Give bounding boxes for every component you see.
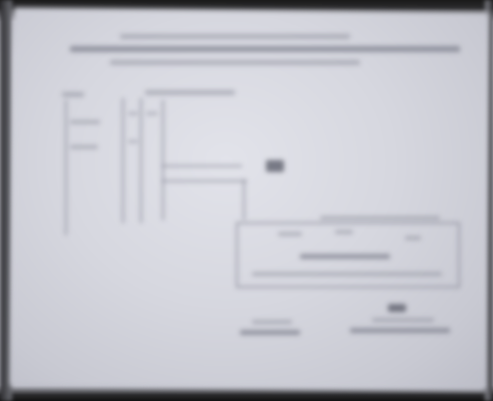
row-mark-1 [70,120,100,124]
table-hline-2 [162,180,247,182]
footer-line-1 [240,330,300,335]
table-hline-1 [162,165,242,167]
row-mark-3 [128,112,138,115]
box-text-2 [335,230,353,234]
small-block [266,160,284,172]
box-text-4 [300,254,390,259]
table-header-left [62,92,84,97]
box-top-label [320,216,440,220]
table-header-right [145,90,235,95]
table-vline-2 [122,98,124,223]
table-vline-1 [65,100,67,235]
row-mark-5 [128,140,138,143]
connector-vline [243,180,245,220]
footer-text-2 [372,318,434,322]
diagram-box [236,222,460,288]
box-text-5 [252,272,442,276]
row-mark-2 [70,145,98,149]
header-line-3 [110,60,360,65]
footer-line-2 [350,328,450,333]
header-line-2 [70,46,460,52]
signature-mark [388,304,406,312]
table-vline-4 [162,100,164,220]
footer-text-1 [252,320,292,324]
table-vline-3 [140,98,142,223]
row-mark-4 [146,112,158,115]
header-line-1 [120,34,350,39]
photo-right-edge [485,0,493,401]
photo-left-edge [0,0,12,401]
box-text-3 [405,236,421,240]
box-text-1 [278,232,302,236]
